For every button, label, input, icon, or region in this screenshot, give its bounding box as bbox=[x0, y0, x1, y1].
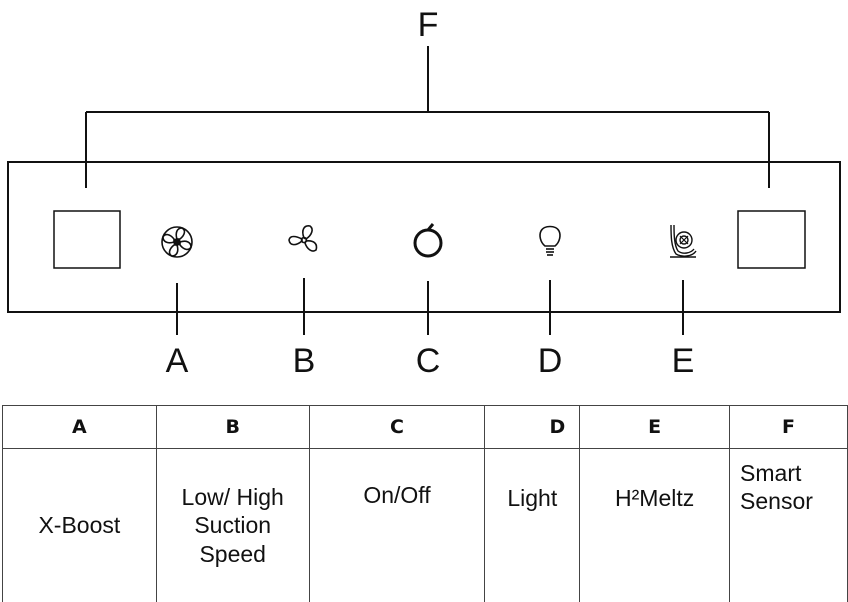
legend-header-d: D bbox=[485, 406, 580, 449]
control-panel bbox=[8, 162, 840, 312]
legend-header-c: C bbox=[309, 406, 485, 449]
h2meltz-icon[interactable] bbox=[670, 225, 696, 257]
callout-c-label: C bbox=[416, 342, 441, 380]
callout-leader-lines bbox=[177, 278, 683, 335]
callout-b-label: B bbox=[293, 342, 316, 380]
legend-value-row: X-Boost Low/ High Suction Speed On/Off L… bbox=[3, 449, 848, 602]
right-sensor-window bbox=[738, 211, 805, 268]
legend-value-f: Smart Sensor bbox=[730, 449, 848, 602]
callout-d-label: D bbox=[538, 342, 563, 380]
control-panel-diagram: F bbox=[0, 0, 848, 400]
legend-header-a: A bbox=[3, 406, 157, 449]
callout-f-bracket bbox=[86, 46, 769, 188]
callout-f-label: F bbox=[418, 6, 439, 44]
legend-header-e: E bbox=[580, 406, 730, 449]
fan-icon[interactable] bbox=[289, 226, 317, 251]
light-bulb-icon[interactable] bbox=[540, 227, 560, 256]
legend-value-e: H²Meltz bbox=[580, 449, 730, 602]
callout-a-label: A bbox=[166, 342, 189, 380]
power-icon[interactable] bbox=[415, 224, 441, 256]
legend-header-f: F bbox=[730, 406, 848, 449]
legend-value-d: Light bbox=[485, 449, 580, 602]
legend-value-c: On/Off bbox=[309, 449, 485, 602]
x-boost-fan-icon[interactable] bbox=[162, 227, 192, 257]
legend-value-a: X-Boost bbox=[3, 449, 157, 602]
legend-value-b: Low/ High Suction Speed bbox=[156, 449, 309, 602]
legend-header-b: B bbox=[156, 406, 309, 449]
left-sensor-window bbox=[54, 211, 120, 268]
legend-header-row: A B C D E F bbox=[3, 406, 848, 449]
legend-table: A B C D E F X-Boost Low/ High Suction Sp… bbox=[2, 405, 848, 602]
callout-e-label: E bbox=[672, 342, 695, 380]
